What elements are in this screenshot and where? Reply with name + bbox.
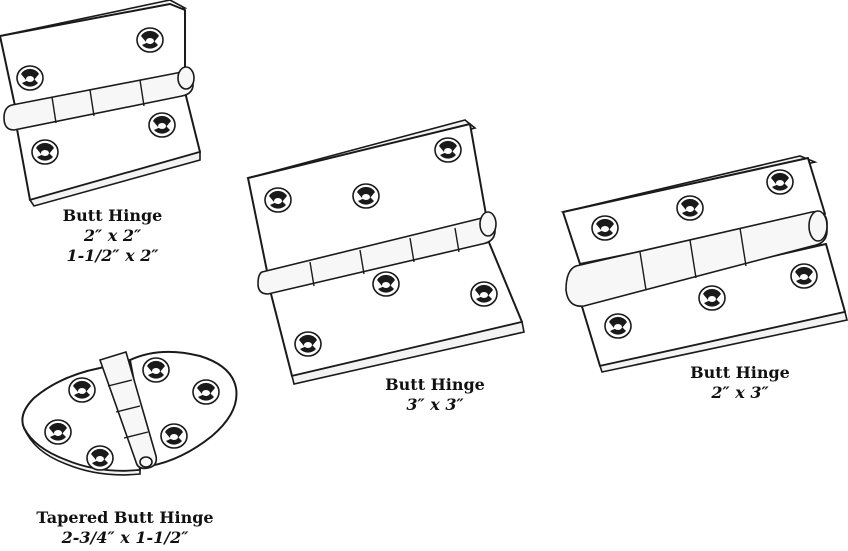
caption-title: Butt Hinge	[62, 206, 163, 225]
caption-title: Butt Hinge	[690, 363, 790, 382]
butt-hinge-2x3-drawing	[560, 155, 848, 373]
caption-size: 3″ x 3″	[406, 395, 464, 414]
caption-tapered-butt-hinge: Tapered Butt Hinge 2-3/4″ x 1-1/2″	[20, 508, 230, 548]
caption-title: Tapered Butt Hinge	[36, 508, 214, 527]
caption-size: 2″ x 3″	[711, 383, 769, 402]
butt-hinge-3x3-drawing	[246, 119, 525, 385]
caption-size: 2-3/4″ x 1-1/2″	[61, 528, 189, 547]
caption-butt-hinge-2x3: Butt Hinge 2″ x 3″	[650, 363, 830, 403]
caption-butt-hinge-3x3: Butt Hinge 3″ x 3″	[345, 375, 525, 415]
caption-size: 1-1/2″ x 2″	[66, 246, 159, 265]
caption-size: 2″ x 2″	[83, 226, 142, 245]
butt-hinge-2x2-drawing	[0, 0, 201, 207]
caption-title: Butt Hinge	[385, 375, 485, 394]
caption-butt-hinge-2x2: Butt Hinge 2″ x 2″ 1-1/2″ x 2″	[20, 206, 205, 266]
tapered-butt-hinge-drawing	[21, 350, 238, 476]
